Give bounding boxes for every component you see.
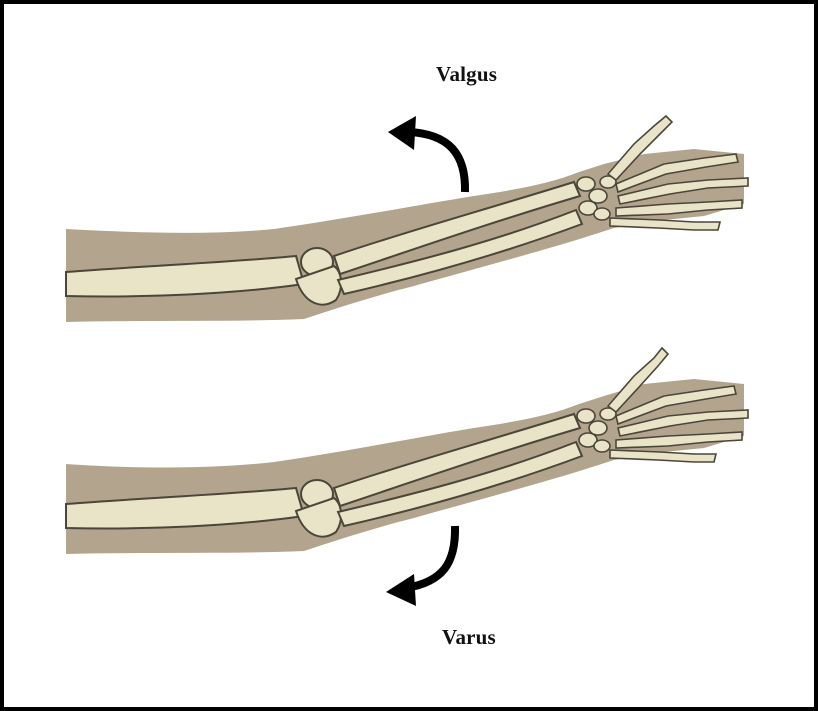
- arms-illustration: [4, 4, 814, 707]
- valgus-arrowhead: [388, 116, 416, 150]
- valgus-label: Valgus: [436, 62, 497, 87]
- valgus-arrow: [409, 132, 465, 192]
- varus-arm: [66, 348, 748, 606]
- varus-label: Varus: [442, 625, 496, 650]
- varus-arrowhead: [386, 574, 416, 606]
- valgus-arm: [66, 116, 748, 322]
